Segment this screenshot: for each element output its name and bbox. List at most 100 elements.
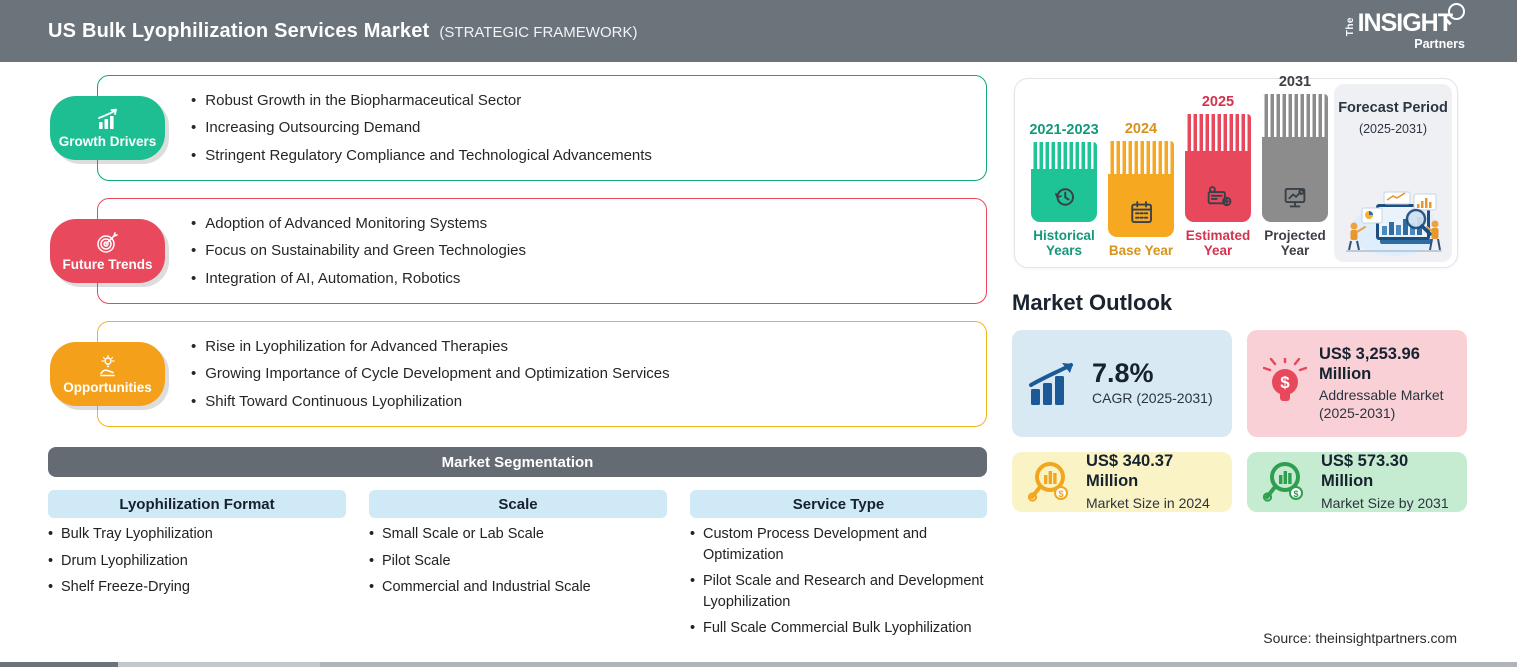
cagr-value: 7.8%: [1092, 358, 1154, 389]
market-size-2024-text: US$ 340.37 Million Market Size in 2024: [1086, 452, 1220, 512]
header-titles: US Bulk Lyophilization Services Market (…: [48, 20, 637, 43]
timeline-caption: Projected Year: [1264, 227, 1326, 259]
segment-list-scale: Small Scale or Lab Scale Pilot Scale Com…: [369, 524, 669, 604]
future-trends-label: Future Trends: [62, 256, 153, 272]
timeline-caption: Historical Years: [1033, 227, 1095, 259]
future-trend-item: Focus on Sustainability and Green Techno…: [191, 241, 986, 261]
timeline-bar: [1185, 113, 1251, 222]
timeline-caption: Base Year: [1108, 243, 1174, 259]
timeline-bar-estimated: 2025 Estimated Year: [1185, 94, 1251, 259]
timeline-card: 2021-2023 Historical Years 2024: [1014, 74, 1458, 268]
forecast-period-range: (2025-2031): [1358, 122, 1428, 137]
bulb-dollar-icon: $: [1263, 357, 1307, 401]
header-bar: US Bulk Lyophilization Services Market (…: [0, 0, 1517, 62]
timeline-caption: Estimated Year: [1185, 227, 1251, 259]
list-item: Full Scale Commercial Bulk Lyophilizatio…: [690, 618, 987, 639]
timeline-bar-historical: 2021-2023 Historical Years: [1029, 121, 1099, 259]
segment-column-header-service-type: Service Type: [690, 490, 987, 518]
estimate-calculator-icon: [1207, 186, 1232, 207]
source-attribution: Source: theinsightpartners.com: [1263, 630, 1457, 646]
segment-column-header-format: Lyophilization Format: [48, 490, 346, 518]
growth-driver-item: Increasing Outsourcing Demand: [191, 118, 986, 138]
list-item: Pilot Scale: [369, 551, 669, 572]
future-trend-item: Integration of AI, Automation, Robotics: [191, 269, 986, 289]
growth-drivers-label: Growth Drivers: [58, 133, 157, 149]
growth-arrow-icon: [1029, 362, 1073, 405]
logo-the: The: [1344, 17, 1356, 37]
svg-text:$: $: [1280, 373, 1290, 392]
growth-driver-item: Stringent Regulatory Compliance and Tech…: [191, 146, 986, 166]
market-size-2031-label: Market Size by 2031: [1321, 494, 1449, 511]
page-subtitle: (STRATEGIC FRAMEWORK): [439, 23, 638, 41]
magnifier-ring-icon: [1448, 3, 1465, 21]
opportunity-item: Shift Toward Continuous Lyophilization: [191, 392, 986, 412]
history-clock-icon: [1055, 188, 1074, 206]
logo-top: INSIGHT: [1357, 3, 1465, 38]
market-size-2024-card: $ US$ 340.37 Million Market Size in 2024: [1012, 452, 1232, 512]
cagr-card: 7.8% CAGR (2025-2031): [1012, 330, 1232, 437]
addressable-market-value: US$ 3,253.96 Million: [1319, 344, 1420, 383]
forecast-period-title: Forecast Period: [1338, 100, 1448, 116]
growth-driver-item: Robust Growth in the Biopharmaceutical S…: [191, 91, 986, 111]
opportunities-box: Rise in Lyophilization for Advanced Ther…: [97, 321, 987, 427]
list-item: Custom Process Development and Optimizat…: [690, 524, 987, 565]
segment-list-service-type: Custom Process Development and Optimizat…: [690, 524, 987, 645]
magnifier-chart-icon: $: [1263, 462, 1303, 502]
future-trends-box: Adoption of Advanced Monitoring Systems …: [97, 198, 987, 304]
opportunities-label: Opportunities: [63, 379, 152, 395]
timeline-bar: [1031, 141, 1097, 222]
timeline-year-label: 2025: [1201, 93, 1235, 110]
timeline-year-label: 2031: [1278, 73, 1312, 90]
timeline-bar: [1262, 93, 1328, 222]
segment-column-header-scale: Scale: [369, 490, 667, 518]
timeline-year-label: 2021-2023: [1029, 121, 1099, 138]
market-size-2024-value: US$ 340.37 Million: [1086, 451, 1174, 490]
timeline-bar-base: 2024 Base Year: [1108, 121, 1174, 259]
timeline-bar-projected: 2031 Projected Year: [1262, 74, 1328, 259]
insight-partners-logo: The INSIGHT Partners: [1344, 3, 1465, 52]
growth-drivers-badge: Growth Drivers: [50, 96, 165, 160]
market-size-2031-text: US$ 573.30 Million Market Size by 2031: [1321, 452, 1455, 512]
opportunity-item: Rise in Lyophilization for Advanced Ther…: [191, 337, 986, 357]
cagr-label: CAGR (2025-2031): [1092, 390, 1213, 407]
market-segmentation-header: Market Segmentation: [48, 447, 987, 477]
market-size-2031-card: $ US$ 573.30 Million Market Size by 2031: [1247, 452, 1467, 512]
bottom-strip: [0, 662, 1517, 667]
list-item: Bulk Tray Lyophilization: [48, 524, 348, 545]
list-item: Shelf Freeze-Drying: [48, 577, 348, 598]
addressable-market-text: US$ 3,253.96 Million Addressable Market …: [1319, 345, 1455, 423]
calendar-icon: [1131, 201, 1152, 224]
forecast-period-panel: Forecast Period (2025-2031): [1334, 84, 1452, 262]
analysts-illustration: [1346, 191, 1442, 256]
logo-partners: Partners: [1414, 37, 1465, 52]
market-size-2024-label: Market Size in 2024: [1086, 494, 1210, 511]
addressable-market-label: Addressable Market (2025-2031): [1319, 387, 1444, 421]
segment-list-format: Bulk Tray Lyophilization Drum Lyophiliza…: [48, 524, 348, 604]
timeline-bar: [1108, 141, 1174, 238]
timeline-chart: 2021-2023 Historical Years 2024: [1029, 74, 1328, 259]
list-item: Drum Lyophilization: [48, 551, 348, 572]
list-item: Small Scale or Lab Scale: [369, 524, 669, 545]
target-dart-icon: [96, 231, 118, 253]
market-outlook-title: Market Outlook: [1012, 290, 1173, 315]
growth-drivers-box: Robust Growth in the Biopharmaceutical S…: [97, 75, 987, 181]
hand-bulb-icon: [99, 354, 115, 376]
logo-main: INSIGHT Partners: [1357, 3, 1465, 52]
cagr-text: 7.8% CAGR (2025-2031): [1092, 359, 1220, 408]
opportunities-badge: Opportunities: [50, 342, 165, 406]
timeline-year-label: 2024: [1124, 121, 1158, 138]
bar-chart-up-icon: [97, 108, 117, 129]
opportunity-item: Growing Importance of Cycle Development …: [191, 364, 986, 384]
addressable-market-card: $ US$ 3,253.96 Million Addressable Marke…: [1247, 330, 1467, 437]
logo-insight: INSIGHT: [1357, 9, 1453, 38]
list-item: Commercial and Industrial Scale: [369, 577, 669, 598]
magnifier-chart-icon: $: [1028, 462, 1068, 502]
market-size-2031-value: US$ 573.30 Million: [1321, 451, 1409, 490]
page-title: US Bulk Lyophilization Services Market: [48, 19, 430, 42]
list-item: Pilot Scale and Research and Development…: [690, 571, 987, 612]
projection-screen-icon: [1284, 187, 1306, 208]
svg-text:$: $: [1293, 489, 1298, 499]
svg-text:$: $: [1058, 489, 1063, 499]
future-trend-item: Adoption of Advanced Monitoring Systems: [191, 214, 986, 234]
